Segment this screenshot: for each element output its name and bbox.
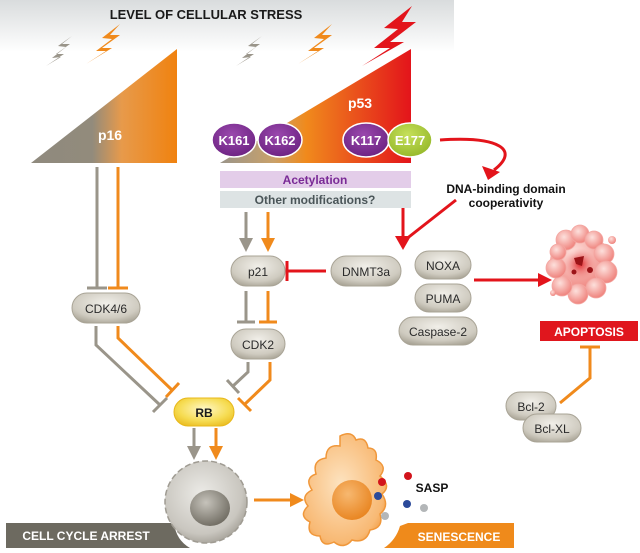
node-dnmt3a: DNMT3a [330, 255, 402, 287]
node-rb: RB [173, 397, 235, 427]
apoptotic-cell-illustration [545, 224, 618, 305]
p16-wedge [31, 49, 177, 163]
arrested-cell-illustration [164, 460, 248, 544]
senescence-banner [384, 523, 514, 548]
other-modifications-label: Other modifications? [255, 193, 376, 207]
arrow-rb-to-arrest-medium [209, 428, 223, 460]
dna-binding-label-line1: DNA-binding domain [446, 182, 565, 196]
inhibit-p21-to-cdk2-medium [259, 291, 277, 324]
inhibit-cdk46-to-rb-medium [116, 326, 181, 399]
arrow-apoptotic-genes-to-apoptosis [474, 273, 552, 287]
residue-k117: K117 [342, 122, 390, 158]
node-bclxl: Bcl-XL [522, 413, 582, 443]
diagram-title: LEVEL OF CELLULAR STRESS [110, 7, 303, 22]
svg-text:Bcl-2: Bcl-2 [517, 400, 545, 414]
svg-text:Caspase-2: Caspase-2 [409, 325, 467, 339]
residue-e177: E177 [387, 122, 433, 158]
inhibit-p16-to-cdk46-medium [108, 167, 128, 290]
svg-text:RB: RB [195, 406, 213, 420]
p16-label: p16 [98, 127, 122, 143]
svg-text:CDK4/6: CDK4/6 [85, 302, 127, 316]
svg-text:K161: K161 [218, 133, 249, 148]
svg-text:CDK2: CDK2 [242, 338, 274, 352]
sasp-particles [374, 472, 428, 520]
svg-text:K162: K162 [264, 133, 295, 148]
cell-cycle-arrest-banner [6, 523, 190, 548]
residue-k162: K162 [257, 122, 303, 158]
node-cdk46: CDK4/6 [71, 292, 141, 324]
node-caspase2: Caspase-2 [398, 316, 478, 346]
acetylation-bar [220, 171, 411, 188]
svg-text:Bcl-XL: Bcl-XL [534, 422, 570, 436]
other-modifications-bar [220, 191, 411, 208]
cell-cycle-arrest-label: CELL CYCLE ARREST [22, 529, 150, 543]
arrow-p53-to-dnmt3a-noxa [395, 198, 457, 250]
arrow-e177-to-dna-binding [439, 137, 507, 180]
inhibit-cdk46-to-rb-low [94, 326, 169, 414]
residue-k161: K161 [211, 122, 257, 158]
inhibit-cdk2-to-rb-medium [236, 362, 272, 413]
node-bcl2: Bcl-2 [505, 391, 557, 421]
apoptosis-banner [540, 321, 638, 341]
svg-text:p21: p21 [248, 265, 268, 279]
arrow-arrest-to-senescence [254, 493, 304, 507]
dna-binding-label-line2: cooperativity [469, 196, 544, 210]
svg-text:NOXA: NOXA [426, 259, 460, 273]
sasp-label: SASP [416, 481, 449, 495]
senescent-cell-illustration [302, 433, 388, 547]
inhibit-p16-to-cdk46-low [87, 167, 107, 290]
svg-text:DNMT3a: DNMT3a [342, 265, 390, 279]
node-puma: PUMA [414, 283, 472, 313]
acetylation-label: Acetylation [283, 173, 348, 187]
inhibit-p21-to-cdk2-low [237, 291, 255, 324]
svg-text:PUMA: PUMA [426, 292, 461, 306]
header-band [0, 0, 454, 52]
arrow-p53-to-p21-medium [261, 212, 275, 252]
arrow-p53-to-p21-low [239, 212, 253, 252]
senescence-label: SENESCENCE [418, 530, 501, 544]
inhibit-dnmt3a-to-p21 [285, 261, 326, 281]
inhibit-cdk2-to-rb-low [225, 362, 250, 395]
lightning-icon-high-right [362, 6, 416, 66]
svg-text:K117: K117 [351, 133, 381, 148]
inhibit-bcl-to-apoptosis [559, 345, 600, 405]
arrow-rb-to-arrest-low [187, 428, 201, 460]
node-noxa: NOXA [414, 250, 472, 280]
p53-label: p53 [348, 95, 372, 111]
apoptosis-label: APOPTOSIS [554, 325, 624, 339]
svg-text:E177: E177 [395, 133, 425, 148]
node-p21: p21 [230, 255, 286, 287]
node-cdk2: CDK2 [230, 328, 286, 360]
